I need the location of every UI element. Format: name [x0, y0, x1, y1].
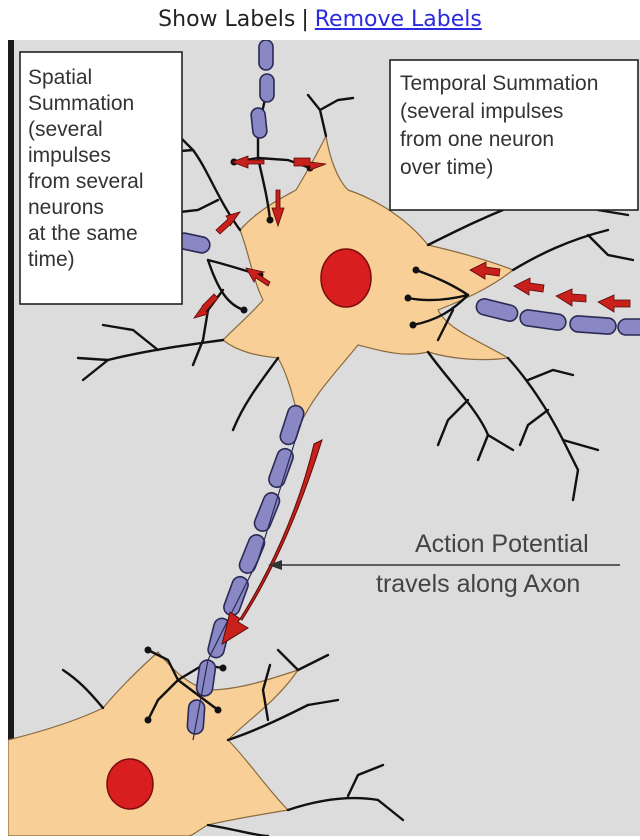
show-labels-link[interactable]: Show Labels [158, 7, 295, 32]
spatial-line-5: from several [28, 170, 144, 193]
spatial-line-2: Summation [28, 92, 134, 115]
label-toggle-bar: Show Labels| Remove Labels [0, 0, 640, 40]
temporal-line-3: from one neuron [400, 128, 554, 151]
neuron-summation-diagram: Spatial Summation (several impulses from… [8, 40, 640, 836]
spatial-line-8: time) [28, 248, 75, 271]
spatial-line-4: impulses [28, 144, 111, 167]
spatial-line-6: neurons [28, 196, 104, 219]
action-line-2: travels along Axon [376, 570, 580, 598]
temporal-line-2: (several impulses [400, 100, 563, 123]
temporal-line-1: Temporal Summation [400, 72, 598, 95]
spatial-summation-label: Spatial Summation (several impulses from… [20, 52, 182, 304]
temporal-summation-label: Temporal Summation (several impulses fro… [390, 60, 638, 210]
spatial-line-7: at the same [28, 222, 138, 245]
temporal-line-4: over time) [400, 156, 493, 179]
toolbar-separator: | [301, 7, 308, 32]
spatial-line-1: Spatial [28, 66, 92, 89]
spatial-line-3: (several [28, 118, 103, 141]
left-border [8, 40, 14, 836]
upper-neuron-nucleus [321, 249, 371, 307]
remove-labels-link[interactable]: Remove Labels [315, 7, 482, 32]
action-line-1: Action Potential [415, 530, 589, 558]
lower-neuron-nucleus [107, 759, 153, 809]
